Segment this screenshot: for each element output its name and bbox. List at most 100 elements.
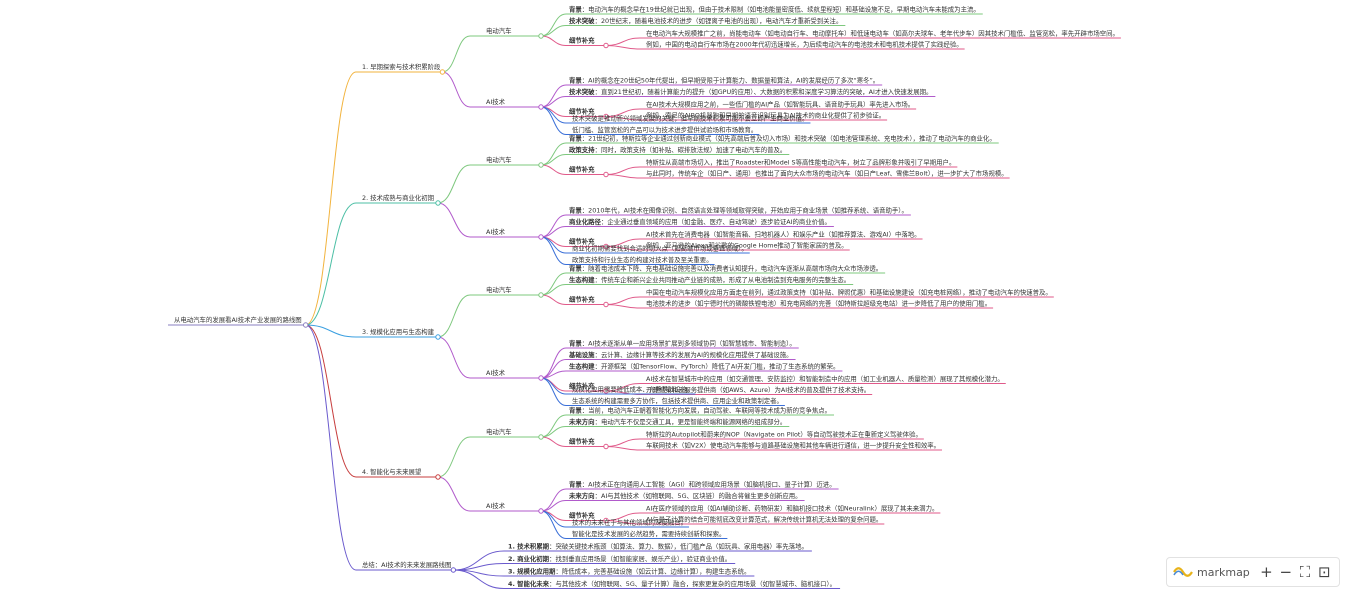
detail-toggle[interactable] [603,517,609,524]
branch-link [605,246,641,251]
branch-link [605,116,641,121]
item-text: 背景：当前，电动汽车正朝着智能化方向发展，自动驾驶、车联网等技术成为新的竞争焦点… [569,406,831,415]
summary-item: 3. 规模化应用期：降低成本，完善基础设施（如云计算、边缘计算），构建生态系统。 [508,567,750,576]
summary-item: 2. 商业化初期：找到垂直应用场景（如智能家居、娱乐产业），验证商业价值。 [508,554,731,563]
section-toggle[interactable] [435,334,441,340]
section-title: 2. 技术成熟与商业化初期 [362,193,434,202]
detail-text: 例如，亚马逊的Alexa和谷歌的Google Home推动了智能家居的普及。 [646,241,848,250]
detail-label: 细节补充 [569,36,595,45]
detail-label: 细节补充 [569,165,595,174]
item-text: 基础设施：云计算、边缘计算等技术的发展为AI的规模化应用提供了基础设施。 [568,350,793,359]
subsection-title: AI技术 [486,368,506,377]
section-note: 规模化应用需要降低成本、完善基础设施。 [572,385,693,394]
subsection-title: AI技术 [486,227,506,236]
branch-link [540,436,567,447]
section-toggle[interactable] [450,567,457,573]
detail-text: 例如，中国的电动自行车市场在2000年代初迅速增长，为后续电动汽车的电池技术和电… [646,40,963,49]
branch-link [540,377,567,406]
markmap-brand-link[interactable]: markmap [1173,566,1250,579]
branch-link [605,438,641,447]
subsection-toggle[interactable] [538,234,544,240]
item-text: 技术突破：20世纪末，随着电池技术的进步（如锂离子电池的出现），电动汽车才重新受… [569,16,842,25]
branch-link [605,37,641,46]
section-note: 技术的未来在于与其他领域的深度融合。 [572,518,687,527]
subsection-toggle[interactable] [538,292,544,298]
branch-link [540,226,567,238]
detail-text: 在AI技术大规模应用之前，一些低门槛的AI产品（如智能玩具、语音助手玩具）率先进… [646,100,914,109]
root-node-label: 从电动汽车的发展看AI技术产业发展的路线图 [174,315,302,324]
subsection-toggle[interactable] [538,434,544,440]
branch-link [540,488,567,512]
detail-label: 细节补充 [569,237,595,246]
branch-link [605,520,641,525]
branch-link [605,166,641,175]
branch-link [605,296,641,305]
section-toggle[interactable] [439,69,446,75]
detail-text: AI技术在智慧城市中的应用（如交通管理、安防监控）和智能制造中的应用（如工业机器… [646,374,1004,383]
detail-text: 车联网技术（如V2X）使电动汽车能够与道路基础设施和其他车辆进行通信，进一步提升… [646,441,940,450]
markmap-logo-icon [1173,567,1193,577]
branch-link [540,294,567,305]
subsection-toggle[interactable] [538,162,544,168]
root-node-toggle[interactable] [302,322,309,328]
branch-link [305,324,357,338]
markmap-brand-label: markmap [1197,565,1250,579]
subsection-title: 电动汽车 [486,427,512,436]
detail-text: 特斯拉从高端市场切入，推出了Roadster和Model S等高性能电动汽车，树… [646,158,955,167]
detail-text: 例如，索尼的AIBO机器狗和早期的语音识别玩具为AI技术的商业化提供了初步验证。 [646,111,885,120]
branch-link [540,154,567,166]
branch-link [437,202,471,238]
summary-item: 1. 技术积累期：突破关键技术瓶颈（如算法、算力、数据），低门槛产品（如玩具、家… [508,542,808,551]
detail-text: 在电动汽车大规模推广之前，尚能电动车（如电动自行车、电动摩托车）和低速电动车（如… [646,29,1119,38]
subsection-toggle[interactable] [538,375,544,381]
branch-link [540,414,567,438]
zoom-in-button[interactable]: + [1260,563,1273,581]
detail-toggle[interactable] [603,42,609,49]
branch-link [540,13,567,37]
branch-link [305,71,357,326]
link-layer [305,13,641,589]
section-toggle[interactable] [435,474,441,480]
section-title: 1. 早期探索与技术积累阶段 [362,62,441,71]
subsection-title: 电动汽车 [486,285,512,294]
item-text: 未来方向：AI与其他技术（如物联网、5G、区块链）的融合将催生更多创新应用。 [568,491,802,500]
item-text: 生态构建：开源框架（如TensorFlow、PyTorch）降低了AI开发门槛，… [569,362,839,371]
markmap-toolbar: markmap + − ⛶ ⊡ [1166,557,1340,587]
section-title: 3. 规模化应用与生态构建 [362,327,435,336]
detail-toggle[interactable] [603,443,609,450]
fit-window-button[interactable]: ⛶ [1299,563,1311,581]
branch-link [305,324,357,571]
detail-toggle[interactable] [603,113,609,120]
subsection-toggle[interactable] [538,33,544,39]
detail-toggle[interactable] [603,301,609,308]
branch-link [540,510,567,539]
subsection-toggle[interactable] [538,508,544,514]
zoom-out-button[interactable]: − [1279,563,1293,581]
section-toggle[interactable] [435,200,441,206]
detail-label: 细节补充 [569,437,595,446]
detail-toggle[interactable] [603,171,609,178]
section-title: 4. 智能化与未来展望 [362,467,422,476]
branch-link [437,336,471,379]
branch-link [540,96,567,108]
branch-link [605,446,641,451]
detail-text: 特斯拉的Autopilot和蔚来的NOP（Navigate on Pilot）等… [646,430,922,439]
branch-link [540,500,567,512]
item-text: 政策支持：同时，政策支持（如补贴、碳排放法规）加速了电动汽车的普及。 [569,145,786,154]
detail-text: 开源框架和云服务提供商（如AWS、Azure）为AI技术的普及提供了技术支持。 [646,385,870,394]
detail-toggle[interactable] [603,243,609,250]
detail-text: AI与量子计算的结合可能彻底改变计算范式，解决传统计算机无法处理的复杂问题。 [646,515,882,524]
section-note: 智能化是技术发展的必然趋势，需要持续创新和探索。 [572,529,725,538]
branch-link [540,377,567,392]
subsection-toggle[interactable] [538,104,544,110]
detail-text: AI技术首先在消费电器（如智能音箱、扫地机器人）和娱乐产业（如推荐算法、游戏AI… [646,230,921,239]
branch-link [540,164,567,175]
toggle-recursive-button[interactable]: ⊡ [1318,563,1331,581]
branch-link [442,71,471,108]
item-text: 背景：21世纪初，特斯拉等企业通过创新商业模式（如先高端后普及切入市场）和技术突… [569,134,996,143]
branch-link [540,25,567,37]
detail-toggle[interactable] [603,388,609,394]
branch-link [540,35,567,46]
